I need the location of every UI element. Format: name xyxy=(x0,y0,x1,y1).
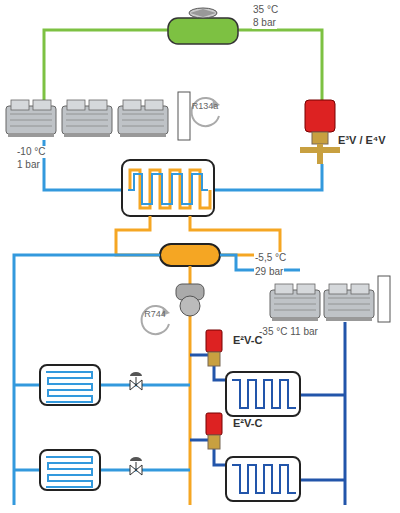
valve-label: E²V-C xyxy=(232,417,263,429)
condition-label: 8 bar xyxy=(252,17,277,29)
refrigerant-label: R744 xyxy=(143,308,167,320)
refrigerant-label: R134a xyxy=(191,100,220,112)
condition-label: 35 °C xyxy=(252,4,279,16)
condition-label: -5,5 °C xyxy=(254,252,287,264)
condition-label: 29 bar xyxy=(254,266,284,278)
valve-label: E³V / E⁴V xyxy=(337,134,387,146)
condition-label: -10 °C xyxy=(16,146,46,158)
condition-label: -35 °C 11 bar xyxy=(258,326,319,338)
valve-label: E²V-C xyxy=(232,334,263,346)
condition-label: 1 bar xyxy=(16,159,41,171)
